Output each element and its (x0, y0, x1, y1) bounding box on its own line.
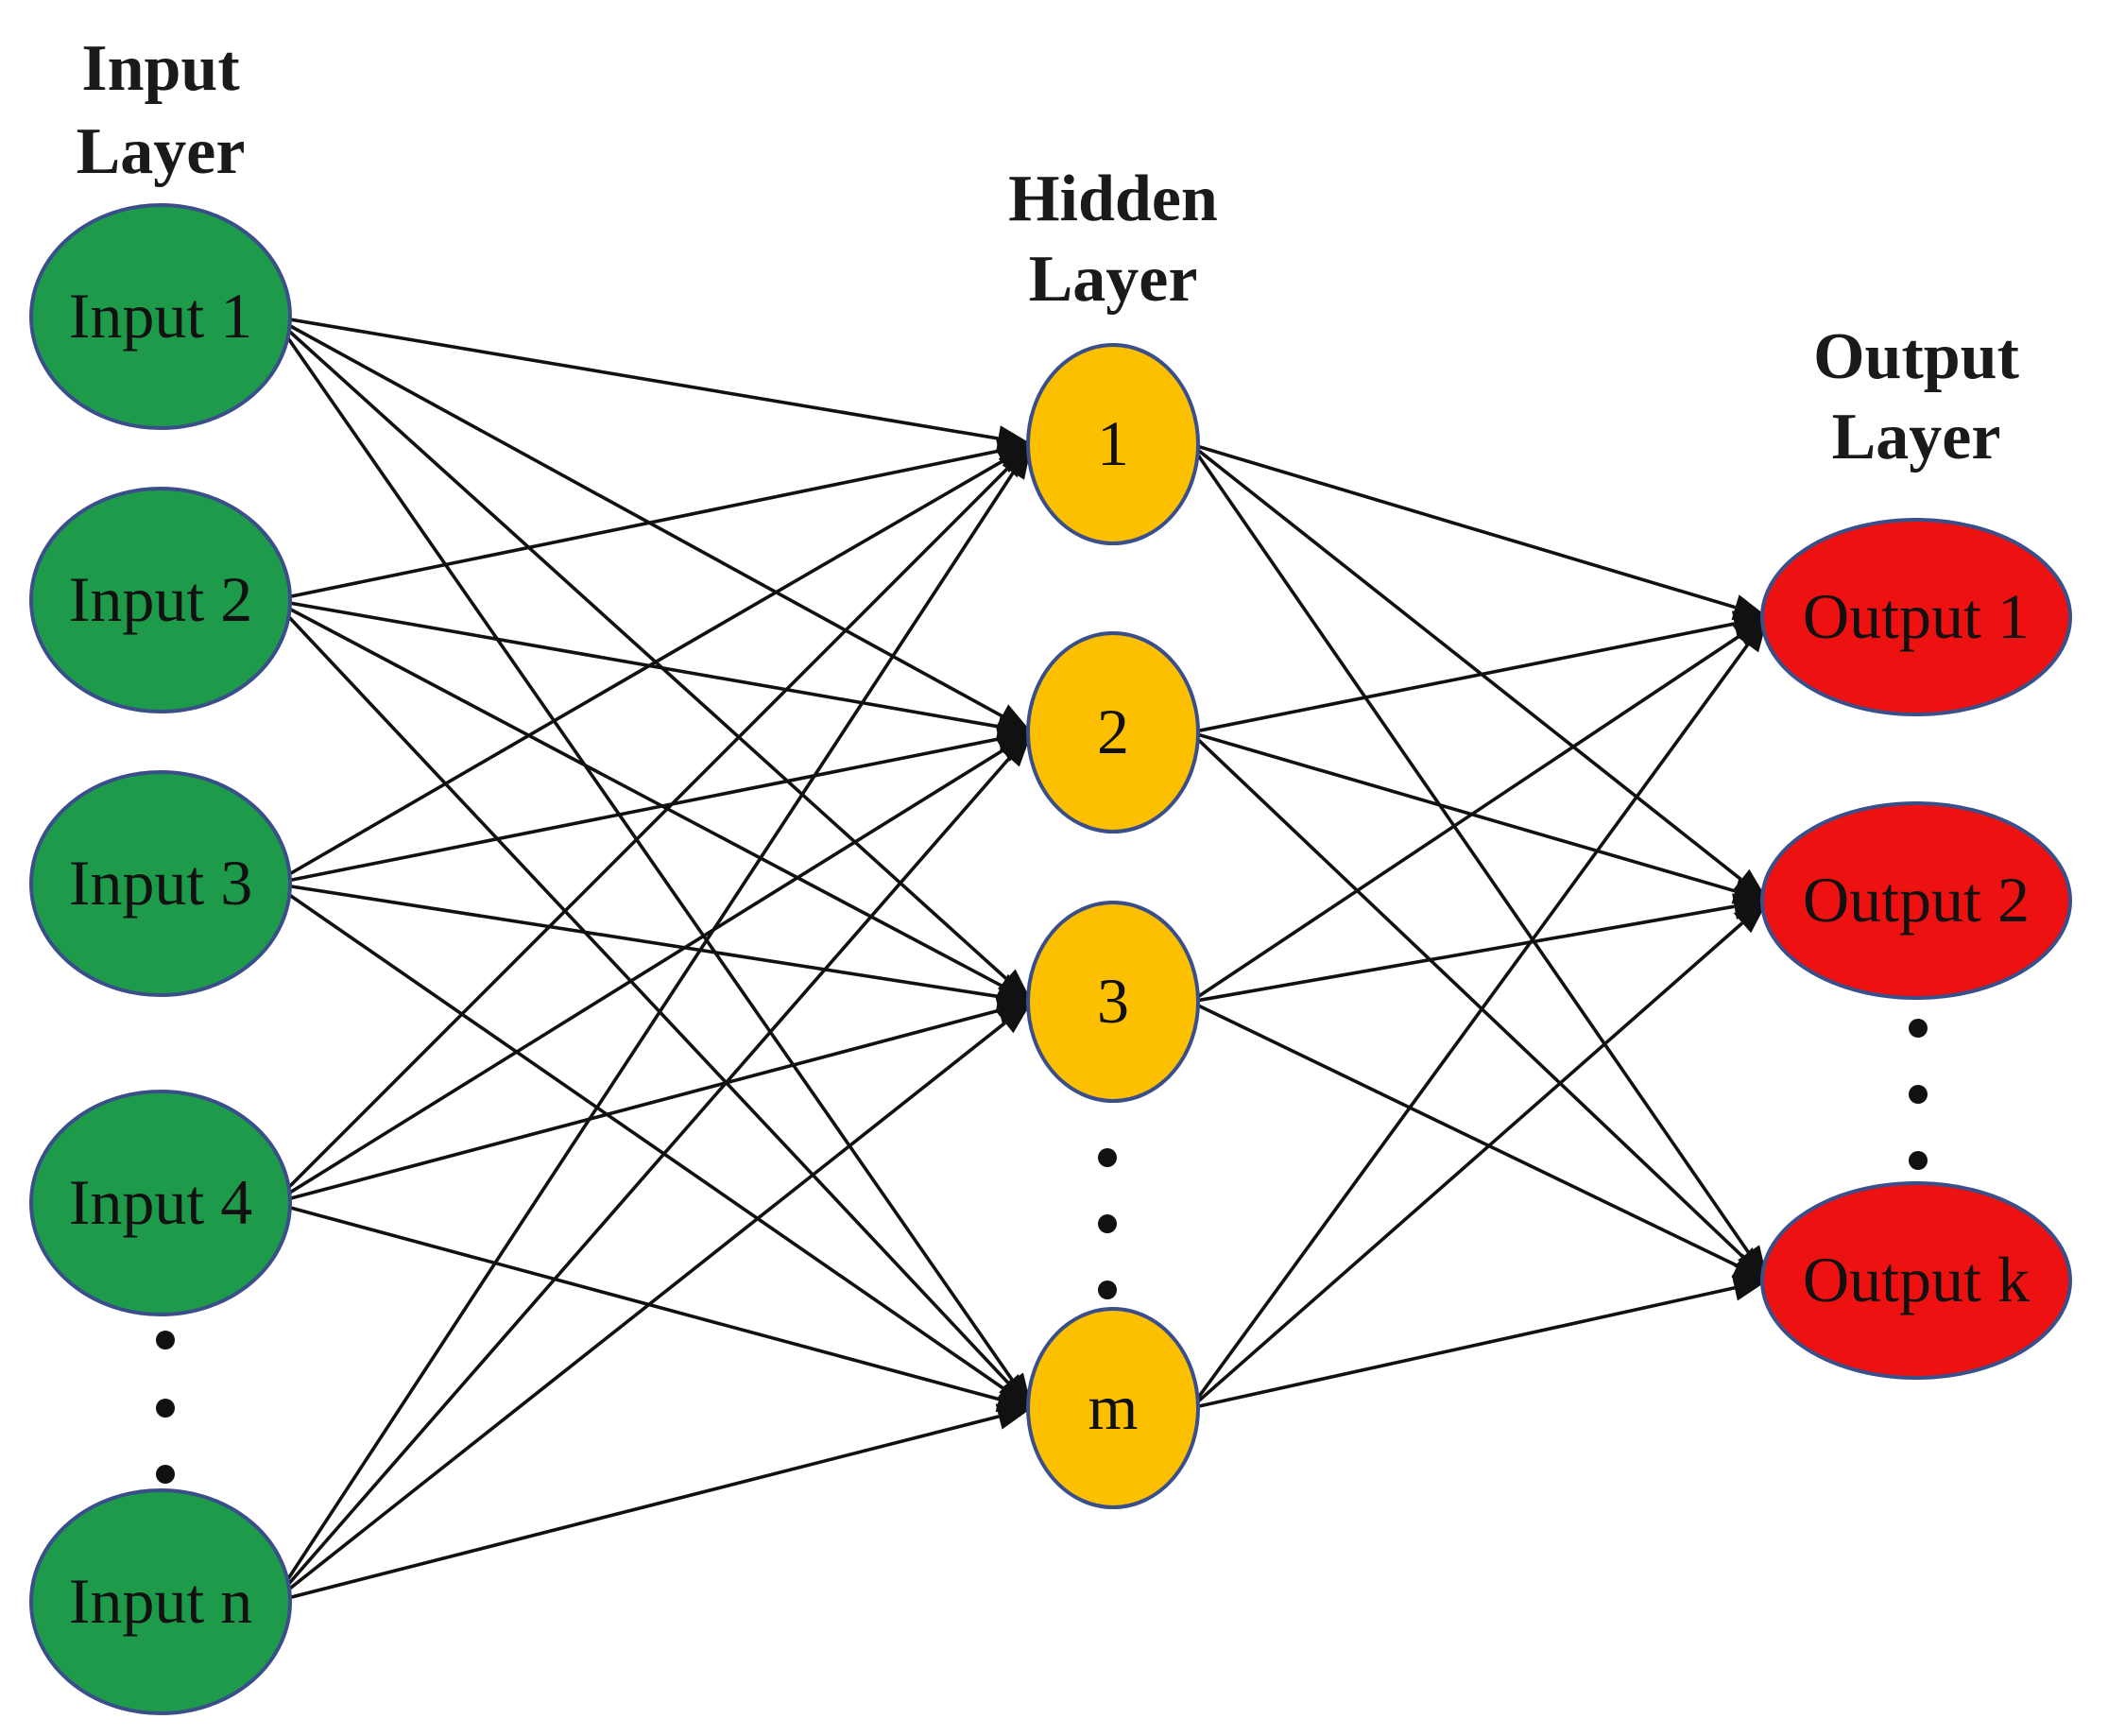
output-node-1: Output 1 (1760, 518, 2072, 716)
hidden-node-label: 2 (1097, 696, 1129, 767)
input-node-3: Input 3 (29, 770, 292, 997)
edge-input-5-to-hidden-4 (272, 1403, 1032, 1604)
edge-input-3-to-hidden-1 (272, 444, 1032, 885)
hidden-node-label: 3 (1097, 965, 1129, 1037)
arrowhead-icon (1731, 1253, 1768, 1281)
input-node-4: Input 4 (29, 1090, 292, 1316)
edge-input-2-to-hidden-1 (272, 438, 1032, 602)
input-node-label: Input 2 (69, 563, 253, 635)
output-node-3: Output k (1760, 1181, 2072, 1380)
hidden-node-3: 3 (1026, 901, 1200, 1103)
edge-hidden-2-to-output-2 (1190, 730, 1768, 904)
arrowhead-icon (995, 1403, 1032, 1430)
output-node-label: Output 2 (1803, 864, 2030, 936)
hidden-node-2: 2 (1026, 631, 1200, 834)
arrowhead-icon (1002, 444, 1032, 480)
input-node-label: Input n (69, 1565, 253, 1637)
edge-input-4-to-hidden-3 (272, 997, 1032, 1205)
hidden-layer-title-line1: Hidden (1008, 163, 1218, 235)
hidden-node-1: 1 (1026, 343, 1200, 545)
edge-hidden-4-to-output-2 (1189, 901, 1768, 1410)
edge-hidden-4-to-output-3 (1190, 1275, 1768, 1410)
hidden-node-4: m (1026, 1307, 1200, 1509)
input-node-1: Input 1 (29, 203, 292, 430)
edge-hidden-4-to-output-1 (1189, 617, 1768, 1410)
edge-input-3-to-hidden-3 (272, 882, 1032, 1010)
input-node-label: Input 3 (69, 847, 253, 919)
arrowhead-icon (1737, 617, 1768, 653)
layer-titles: Input Layer Hidden Layer Output Layer (77, 32, 2019, 473)
hidden-layer-title-line2: Layer (1029, 243, 1198, 316)
edge-input-4-to-hidden-1 (271, 444, 1032, 1205)
input-layer-title-line2: Layer (77, 115, 246, 188)
edge-input-2-to-hidden-4 (271, 598, 1032, 1408)
input-ellipsis-dot (156, 1399, 175, 1418)
output-ellipsis-dot (1909, 1085, 1928, 1104)
edge-input-4-to-hidden-4 (272, 1201, 1032, 1413)
network-nodes: Input 1 Input 2 Input 3 Input 4 Input n 1 2 3 m O… (29, 203, 2072, 1715)
hidden-node-label: 1 (1097, 407, 1129, 479)
edge-input-5-to-hidden-2 (271, 732, 1032, 1604)
output-node-label: Output 1 (1803, 580, 2030, 652)
output-node-2: Output 2 (1760, 801, 2072, 1000)
hidden-ellipsis-dot (1098, 1281, 1117, 1299)
output-layer-title-line1: Output (1813, 320, 2019, 393)
input-node-5: Input n (29, 1488, 292, 1715)
arrowhead-icon (1733, 868, 1768, 901)
input-node-label: Input 1 (69, 280, 253, 352)
edge-input-5-to-hidden-1 (271, 444, 1032, 1603)
hidden-ellipsis-dot (1098, 1214, 1117, 1233)
arrowhead-icon (1731, 1275, 1768, 1301)
output-node-label: Output k (1803, 1244, 2030, 1315)
connection-edges (271, 315, 1768, 1604)
edge-input-4-to-hidden-2 (272, 732, 1032, 1205)
output-ellipsis-dot (1909, 1151, 1928, 1170)
hidden-node-label: m (1088, 1371, 1139, 1443)
edge-input-3-to-hidden-4 (271, 882, 1032, 1408)
input-node-label: Input 4 (69, 1166, 253, 1238)
input-layer-title-line1: Input (81, 32, 239, 105)
output-ellipsis-dot (1909, 1019, 1928, 1038)
edge-input-1-to-hidden-1 (272, 315, 1032, 452)
edge-hidden-2-to-output-3 (1189, 730, 1768, 1281)
output-layer-title-line2: Layer (1832, 401, 2001, 473)
arrowhead-icon (997, 1002, 1032, 1034)
edge-hidden-3-to-output-3 (1190, 1000, 1768, 1281)
hidden-ellipsis-dot (1098, 1148, 1117, 1167)
input-node-2: Input 2 (29, 487, 292, 713)
arrowhead-icon (999, 732, 1032, 767)
edge-hidden-3-to-output-2 (1190, 893, 1768, 1004)
arrowhead-icon (1733, 901, 1768, 934)
edge-input-5-to-hidden-3 (271, 1002, 1032, 1604)
edge-hidden-1-to-output-1 (1190, 442, 1768, 621)
edge-hidden-1-to-output-2 (1189, 442, 1768, 901)
input-ellipsis-dot (156, 1331, 175, 1349)
ellipsis-dots (156, 1019, 1928, 1484)
input-ellipsis-dot (156, 1465, 175, 1484)
